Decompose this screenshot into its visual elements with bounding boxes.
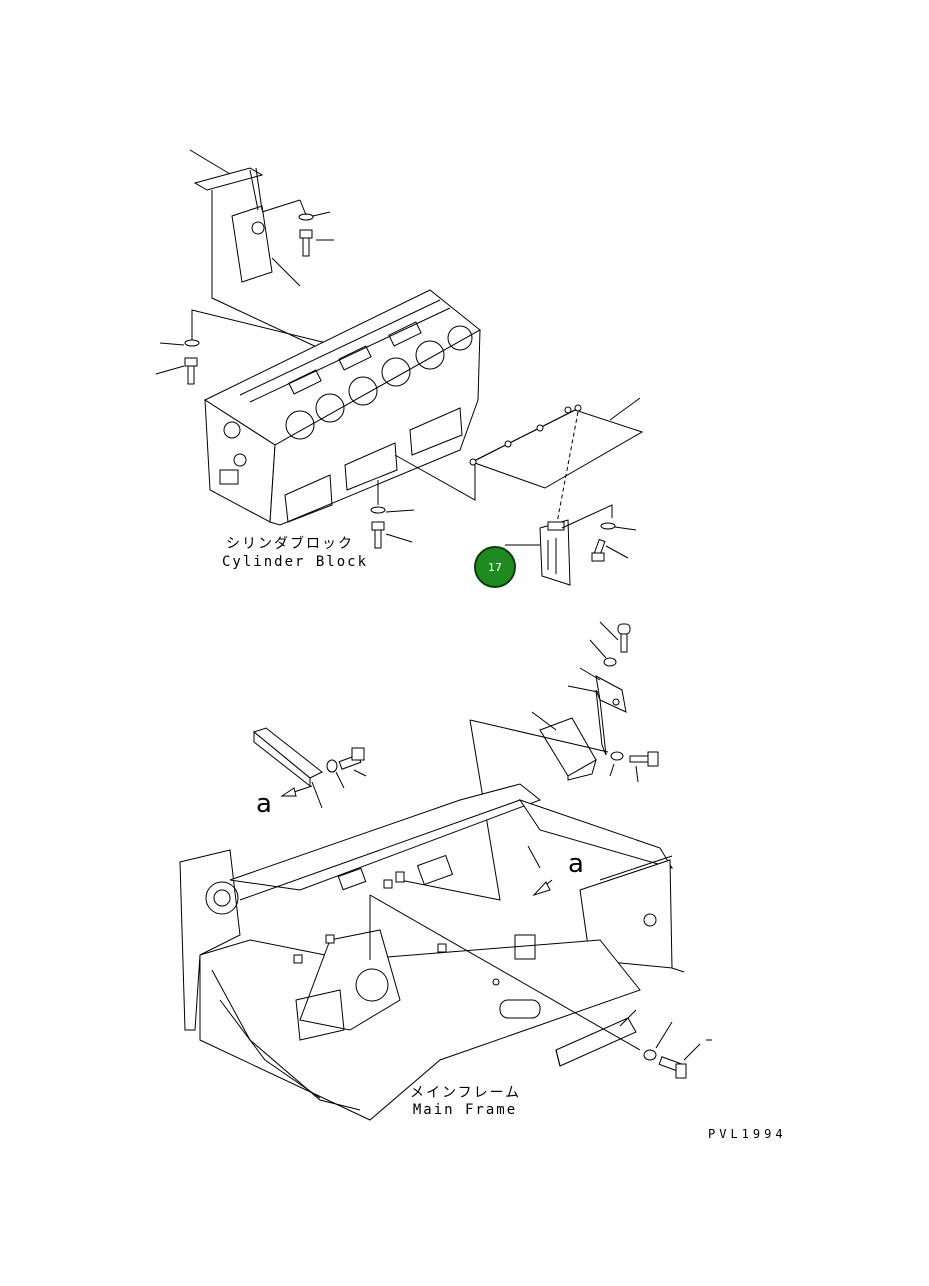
- detail-a-right: a: [568, 849, 584, 879]
- drawing-code: PVL1994: [708, 1127, 787, 1141]
- upper-bracket-assembly: [155, 149, 356, 385]
- block-side-cover: [469, 397, 644, 586]
- left-rail-bracket: [252, 727, 367, 809]
- callout-17[interactable]: 17: [474, 546, 516, 588]
- detail-a-left: a: [256, 789, 272, 819]
- cylinder-block: [203, 289, 481, 526]
- main-frame: [179, 783, 712, 1121]
- cylinder-block-label-en: Cylinder Block: [222, 554, 369, 570]
- block-lower-fasteners: [370, 506, 415, 549]
- main-frame-label-en: Main Frame: [412, 1102, 518, 1118]
- lower-bracket-assembly: [399, 621, 659, 901]
- main-frame-label-jp: メインフレーム: [410, 1085, 522, 1101]
- cylinder-block-label-jp: シリンダブロック: [226, 536, 354, 552]
